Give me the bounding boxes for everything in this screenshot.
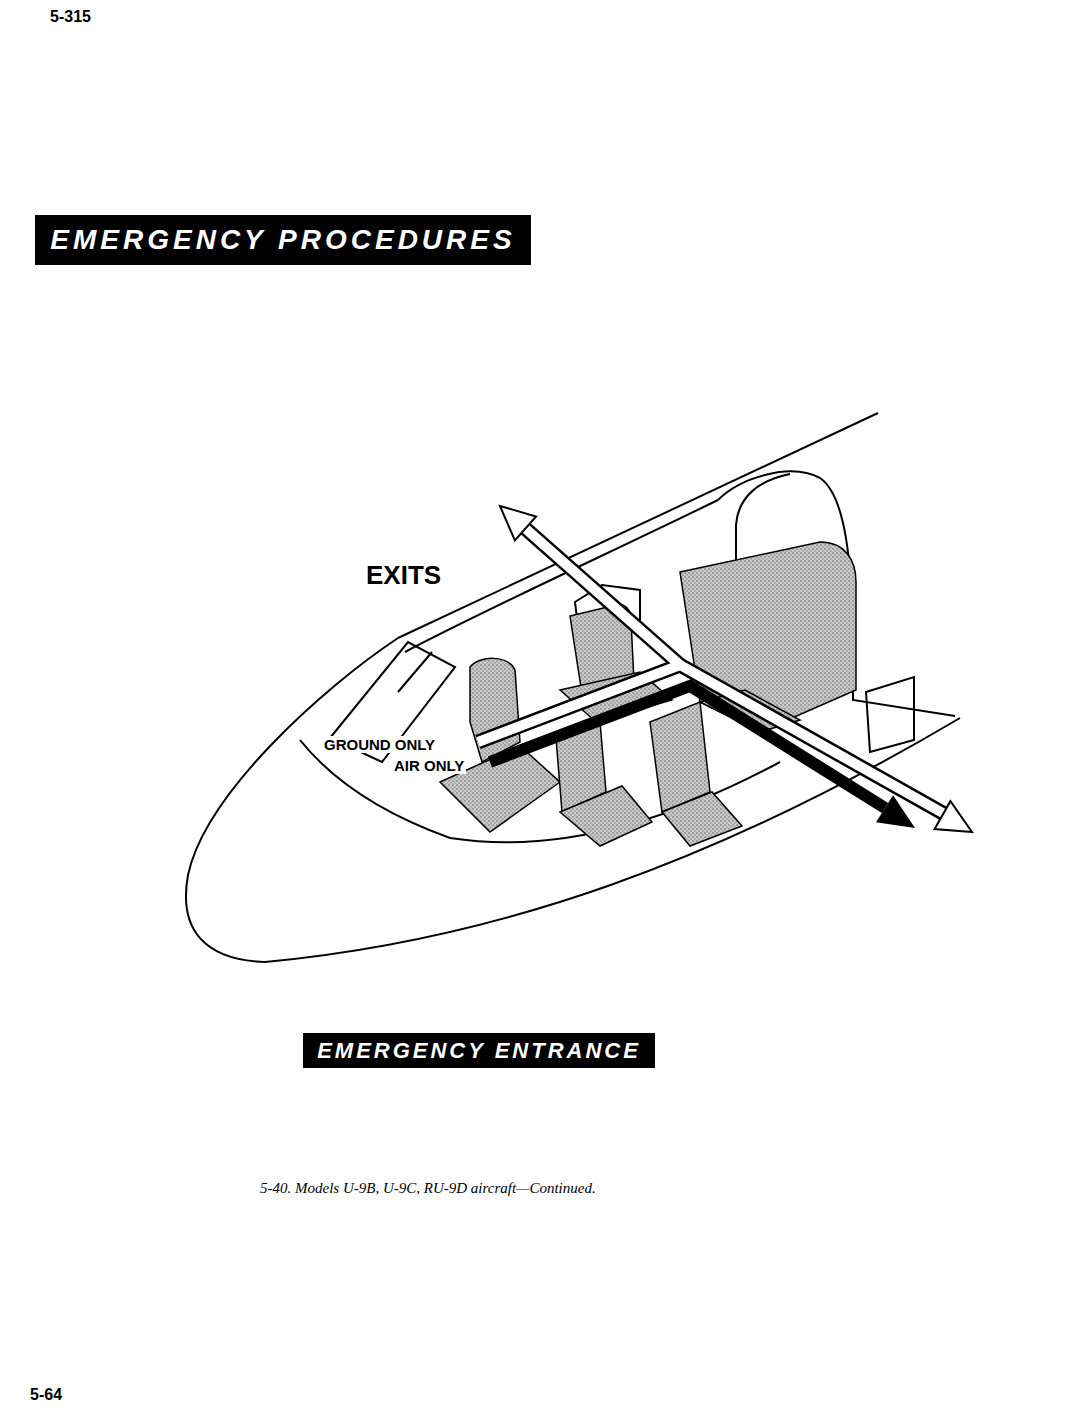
exit-arrow-outline [518, 522, 680, 665]
illustration-part [405, 500, 718, 652]
title-text: EMERGENCY PROCEDURES [50, 224, 515, 256]
exit-arrow-fill [478, 665, 948, 816]
callout-label: AIR ONLY [392, 757, 466, 774]
illustration-part [265, 718, 960, 962]
illustration-part [470, 658, 520, 762]
illustration-part [662, 792, 742, 846]
exit-arrow-outline [478, 665, 948, 816]
fuselage-outline [186, 413, 960, 962]
entrance-arrow [490, 686, 885, 808]
title-banner: EMERGENCY PROCEDURES [35, 215, 531, 265]
illustration-part [866, 677, 914, 752]
seats [440, 542, 856, 846]
exits-label: EXITS [366, 560, 441, 591]
illustration-part [398, 652, 432, 692]
exit-arrowhead [935, 801, 972, 832]
page-number: 5-64 [30, 1386, 62, 1404]
illustration-part [650, 702, 710, 812]
exit-arrow-fill [518, 522, 680, 665]
callout-label: GROUND ONLY [322, 736, 437, 753]
section-banner: EMERGENCY ENTRANCE [303, 1033, 655, 1068]
illustration-part [300, 740, 450, 838]
page-number: 5-315 [50, 8, 91, 26]
figure-caption: 5-40. Models U-9B, U-9C, RU-9D aircraft—… [260, 1180, 596, 1197]
illustration-part [186, 638, 398, 962]
illustration-part [560, 786, 652, 846]
banner-text: EMERGENCY ENTRANCE [317, 1038, 641, 1064]
exit-arrowhead [500, 506, 536, 541]
illustration-part [680, 542, 856, 732]
illustration-part [853, 640, 955, 716]
exit-arrows [478, 506, 972, 832]
entrance-arrowhead [876, 795, 915, 828]
